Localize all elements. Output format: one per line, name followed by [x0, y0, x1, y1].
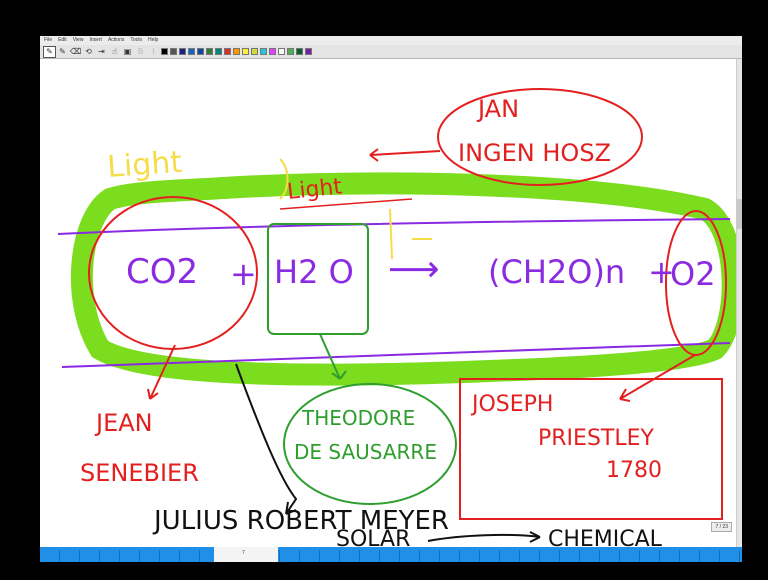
plus-sign-2: + — [648, 253, 675, 291]
theodore-oval — [283, 383, 457, 505]
o2-pointer — [619, 354, 696, 402]
joseph-line1: JOSEPH — [470, 392, 553, 417]
co2-text: CO2 — [126, 252, 198, 292]
color-swatch[interactable] — [179, 48, 186, 55]
lasso-tool-icon[interactable]: ⟲ — [85, 46, 92, 56]
menu-actions[interactable]: Actions — [107, 37, 125, 43]
menu-view[interactable]: View — [72, 37, 84, 43]
italic-icon[interactable]: I — [152, 46, 155, 56]
yellow-bracket — [279, 158, 289, 200]
vertical-scrollbar[interactable] — [736, 59, 742, 547]
current-page-slot[interactable]: 7 — [214, 547, 278, 562]
color-swatch[interactable] — [224, 48, 231, 55]
color-swatch[interactable] — [296, 48, 303, 55]
color-swatch[interactable] — [287, 48, 294, 55]
o2-oval — [665, 210, 727, 356]
co2-pointer — [147, 344, 176, 400]
jean-name-line1: JEAN — [94, 409, 153, 437]
green-highlight-loop — [70, 172, 742, 386]
menu-file[interactable]: File — [44, 37, 53, 43]
chemical-text: CHEMICAL — [548, 527, 663, 547]
yellow-line — [389, 208, 432, 260]
note-canvas[interactable]: Light Light JAN INGEN HOSZ CO2 + H2 O ⟶ … — [40, 59, 742, 552]
h2o-pointer — [319, 333, 347, 380]
page-ticks — [40, 550, 742, 562]
color-swatch[interactable] — [215, 48, 222, 55]
bold-icon[interactable]: B — [137, 46, 144, 56]
color-swatch[interactable] — [188, 48, 195, 55]
color-swatch[interactable] — [242, 48, 249, 55]
jean-name-line2: SENEBIER — [80, 459, 199, 487]
page-indicator: 7 / 23 — [711, 522, 732, 532]
highlighter-tool-icon[interactable]: ✎ — [59, 46, 66, 56]
meyer-pointer — [235, 363, 298, 515]
jan-name-line2: INGEN HOSZ — [458, 139, 611, 167]
jan-oval — [437, 88, 643, 186]
current-page-number: 7 — [242, 550, 245, 556]
plus-sign-1: + — [230, 255, 257, 293]
menu-bar: File Edit View Insert Actions Tools Help — [40, 36, 742, 45]
julius-meyer-text: JULIUS ROBERT MEYER — [152, 506, 449, 536]
color-swatch[interactable] — [278, 48, 285, 55]
insert-space-tool-icon[interactable]: ⇥ — [98, 46, 105, 56]
color-swatch[interactable] — [305, 48, 312, 55]
menu-help[interactable]: Help — [148, 37, 159, 43]
purple-line-bottom — [61, 342, 731, 368]
light-yellow-text: Light — [106, 145, 183, 185]
color-swatch[interactable] — [206, 48, 213, 55]
solar-text: SOLAR — [336, 527, 410, 547]
joseph-line2: PRIESTLEY — [538, 426, 655, 451]
image-tool-icon[interactable]: ▣ — [123, 46, 132, 56]
menu-edit[interactable]: Edit — [58, 37, 67, 43]
eraser-tool-icon[interactable]: ⌫ — [70, 46, 82, 56]
color-swatch[interactable] — [269, 48, 276, 55]
light-red-text: Light — [286, 174, 344, 205]
solar-arrow — [427, 531, 541, 543]
ch2o-text: (CH2O)n — [488, 253, 625, 291]
color-swatch[interactable] — [170, 48, 177, 55]
theodore-line1: THEODORE — [301, 406, 415, 430]
color-swatch[interactable] — [251, 48, 258, 55]
h2o-text: H2 O — [274, 253, 354, 291]
menu-tools[interactable]: Tools — [130, 37, 143, 43]
theodore-line2: DE SAUSARRE — [294, 440, 437, 464]
menu-insert[interactable]: Insert — [89, 37, 102, 43]
reaction-arrow: ⟶ — [388, 249, 440, 290]
jan-pointer — [369, 148, 441, 162]
hand-tool-icon[interactable]: ☝ — [112, 46, 117, 56]
ink-layer: Light Light JAN INGEN HOSZ CO2 + H2 O ⟶ … — [57, 88, 742, 552]
light-underline — [279, 198, 413, 210]
color-swatch[interactable] — [161, 48, 168, 55]
joseph-box — [459, 378, 723, 520]
page-navigator[interactable]: 7 — [40, 547, 742, 562]
h2o-box — [267, 223, 369, 335]
pen-tool-icon[interactable]: ✎ — [43, 45, 56, 58]
journal-app-window: File Edit View Insert Actions Tools Help ✎✎ ⌫⟲ ⇥… — [40, 36, 742, 562]
color-swatch[interactable] — [233, 48, 240, 55]
color-swatch[interactable] — [260, 48, 267, 55]
o2-text: O2 — [670, 255, 716, 293]
scroll-thumb[interactable] — [737, 199, 742, 229]
purple-line-top — [57, 218, 731, 235]
jan-name-line1: JAN — [476, 95, 519, 123]
joseph-year: 1780 — [606, 458, 662, 483]
color-swatch[interactable] — [197, 48, 204, 55]
